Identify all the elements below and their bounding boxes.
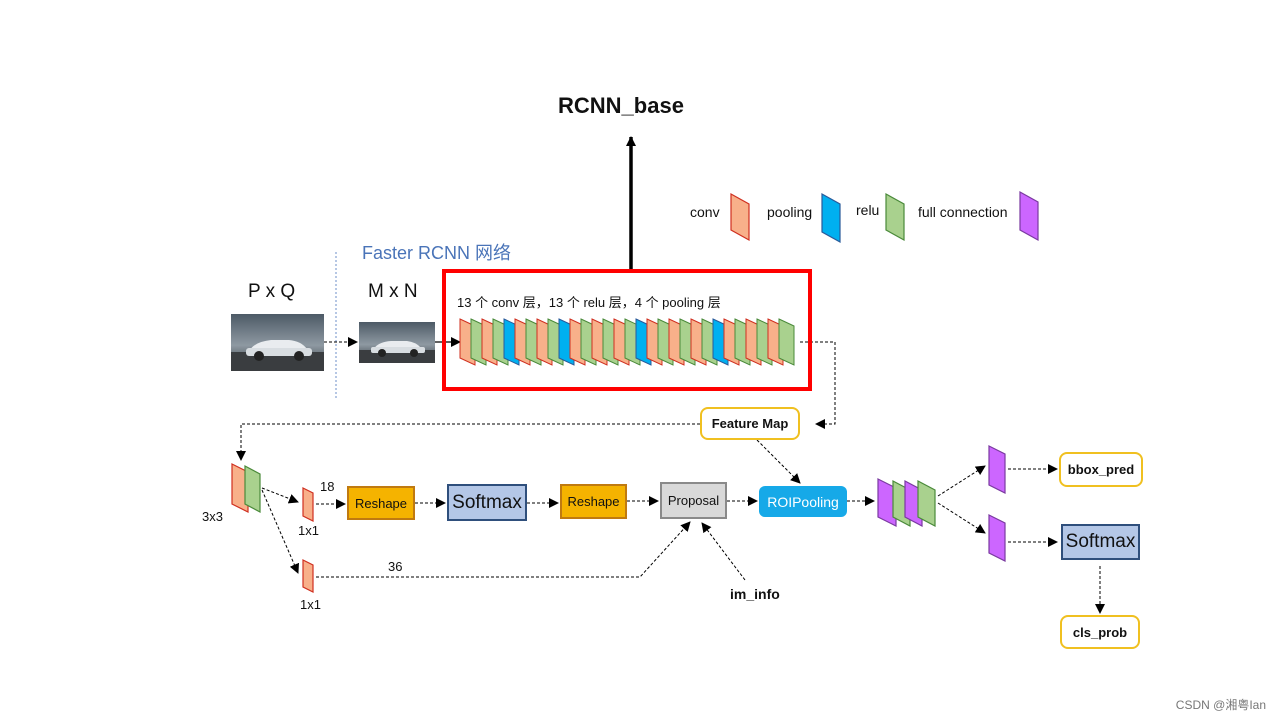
im-info-label: im_info	[730, 586, 780, 602]
edge-fc-to-cls-head	[937, 502, 986, 534]
edge-im-info-to-proposal	[701, 522, 746, 581]
edge-fc-to-bbox-head	[937, 465, 986, 497]
input-image	[231, 314, 324, 371]
watermark: CSDN @湘粤Ian	[1175, 698, 1266, 712]
legend-pooling-label: pooling	[767, 204, 813, 220]
legend-conv-swatch	[730, 192, 750, 242]
feature-map-node: Feature Map	[700, 407, 800, 440]
proposal-node: Proposal	[660, 482, 727, 519]
bbox-channels-label: 36	[388, 559, 403, 574]
conv1x1-cls-label: 1x1	[298, 523, 319, 538]
edge-feature-map-to-rpn	[236, 423, 700, 461]
fc-bbox-head	[988, 445, 1006, 494]
legend-fc-label: full connection	[918, 204, 1008, 220]
edge-rpn-to-cls-branch	[261, 487, 299, 504]
input-size-label: P x Q	[248, 281, 296, 302]
car-photo-large	[231, 314, 324, 371]
reshape-node-2: Reshape	[560, 484, 627, 519]
legend-relu-label: relu	[856, 202, 880, 218]
bbox-pred-node: bbox_pred	[1059, 452, 1143, 487]
softmax-node-2: Softmax	[1061, 524, 1140, 560]
fc-layer-1	[877, 478, 897, 527]
conv3x3-label: 3x3	[202, 509, 223, 524]
reshape-node-1: Reshape	[347, 486, 415, 520]
section-label: Faster RCNN 网络	[362, 243, 512, 263]
edge-backbone-to-feature-map	[800, 341, 836, 429]
roi-pooling-node: ROIPooling	[759, 486, 847, 517]
edge-rpn-to-bbox-branch	[261, 489, 300, 574]
fc-cls-head	[988, 514, 1006, 562]
rpn-conv3x3-layer	[231, 463, 249, 513]
legend-conv-label: conv	[690, 204, 720, 220]
diagram-title: RCNN_base	[558, 93, 684, 118]
softmax-node-1: Softmax	[447, 484, 527, 521]
edge-feature-map-to-roi	[756, 439, 801, 484]
backbone-layers	[459, 318, 795, 366]
layer-description: 13 个 conv 层，13 个 relu 层，4 个 pooling 层	[457, 295, 721, 310]
resized-size-label: M x N	[368, 281, 418, 302]
legend-pooling-swatch	[821, 192, 841, 244]
edge-bbox-to-proposal	[316, 521, 691, 578]
cls-prob-node: cls_prob	[1060, 615, 1140, 649]
cls-channels-label: 18	[320, 479, 335, 494]
conv1x1-bbox-label: 1x1	[300, 597, 321, 612]
resized-image	[359, 322, 435, 363]
relu-layer-fc-2	[917, 480, 936, 527]
backbone-relu-layer-30	[778, 318, 795, 366]
legend-relu-swatch	[885, 192, 905, 242]
rpn-bbox-conv1x1	[302, 559, 314, 593]
rcnn-base-highlight	[442, 269, 812, 391]
rpn-relu-layer	[244, 465, 261, 513]
car-photo-small	[359, 322, 435, 363]
rpn-cls-conv1x1	[302, 487, 314, 522]
legend-fc-swatch	[1019, 190, 1039, 242]
